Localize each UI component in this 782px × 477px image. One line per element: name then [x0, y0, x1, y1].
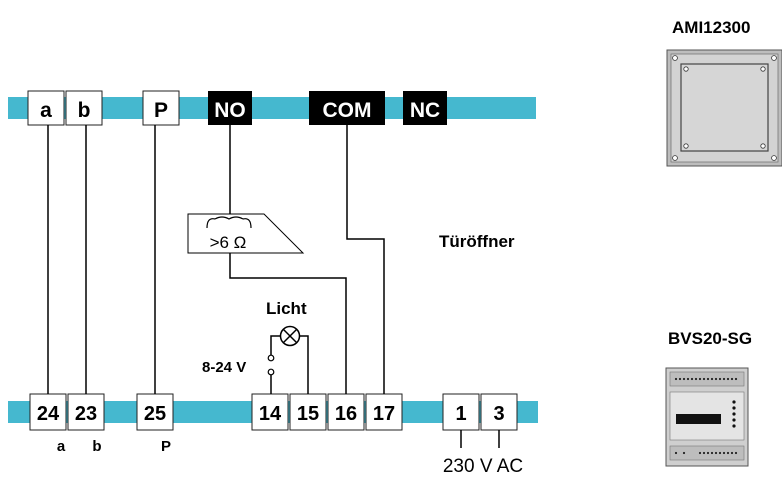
- supply-label: 230 V AC: [443, 456, 523, 477]
- terminal-label-24: 24: [37, 403, 60, 425]
- sub-label-b: b: [92, 438, 101, 455]
- device-title-ami: AMI12300: [672, 18, 750, 37]
- bottom-terminal-23: 23: [67, 393, 105, 431]
- bottom-terminal-15: 15: [289, 393, 327, 431]
- terminal-label-14: 14: [259, 403, 282, 425]
- bottom-terminal-17: 17: [365, 393, 403, 431]
- terminal-label-a: a: [40, 99, 52, 122]
- resistor-label: >6 Ω: [210, 233, 247, 252]
- top-terminal-no: NO: [208, 91, 252, 125]
- lamp-icon: [279, 325, 301, 347]
- top-terminal-b: b: [65, 90, 103, 126]
- terminal-label-25: 25: [144, 403, 166, 425]
- bottom-terminal-24: 24: [29, 393, 67, 431]
- wire-com-to-17: [346, 125, 385, 394]
- voltage-terminal-bottom: [267, 368, 275, 376]
- bottom-terminal-3: 3: [480, 393, 518, 431]
- terminal-label-p: P: [154, 99, 168, 122]
- door-opener-label: Türöffner: [439, 232, 515, 251]
- terminal-label-16: 16: [335, 403, 357, 425]
- terminal-label-3: 3: [493, 403, 504, 425]
- terminal-label-1: 1: [455, 403, 466, 425]
- top-terminal-com: COM: [309, 91, 385, 125]
- bvs20-sg-device-image: [665, 367, 749, 467]
- bottom-terminal-1: 1: [442, 393, 480, 431]
- ami12300-device-image: [666, 49, 782, 167]
- top-terminal-p: P: [142, 90, 180, 126]
- device-title-bvs: BVS20-SG: [668, 329, 752, 348]
- wire-resistor-to-16: [229, 253, 347, 394]
- bottom-terminal-14: 14: [251, 393, 289, 431]
- voltage-label: 8-24 V: [202, 359, 246, 376]
- sub-label-p: P: [161, 438, 171, 455]
- top-terminal-nc: NC: [403, 91, 447, 125]
- terminal-label-b: b: [78, 99, 91, 122]
- lamp-label: Licht: [266, 299, 307, 318]
- bottom-terminal-25: 25: [136, 393, 174, 431]
- terminal-label-17: 17: [373, 403, 395, 425]
- terminal-label-23: 23: [75, 403, 97, 425]
- terminal-label-com: COM: [323, 99, 372, 122]
- door-opener-symbol: >6 Ω: [187, 213, 305, 254]
- terminal-label-no: NO: [214, 99, 246, 122]
- top-terminal-a: a: [27, 90, 65, 126]
- sub-label-a: a: [57, 438, 66, 455]
- terminal-label-nc: NC: [410, 99, 440, 122]
- wire-lamp-right: [299, 335, 309, 394]
- bottom-terminal-16: 16: [327, 393, 365, 431]
- terminal-label-15: 15: [297, 403, 319, 425]
- voltage-terminal-top: [267, 354, 275, 362]
- wire-lamp-left: [270, 335, 281, 355]
